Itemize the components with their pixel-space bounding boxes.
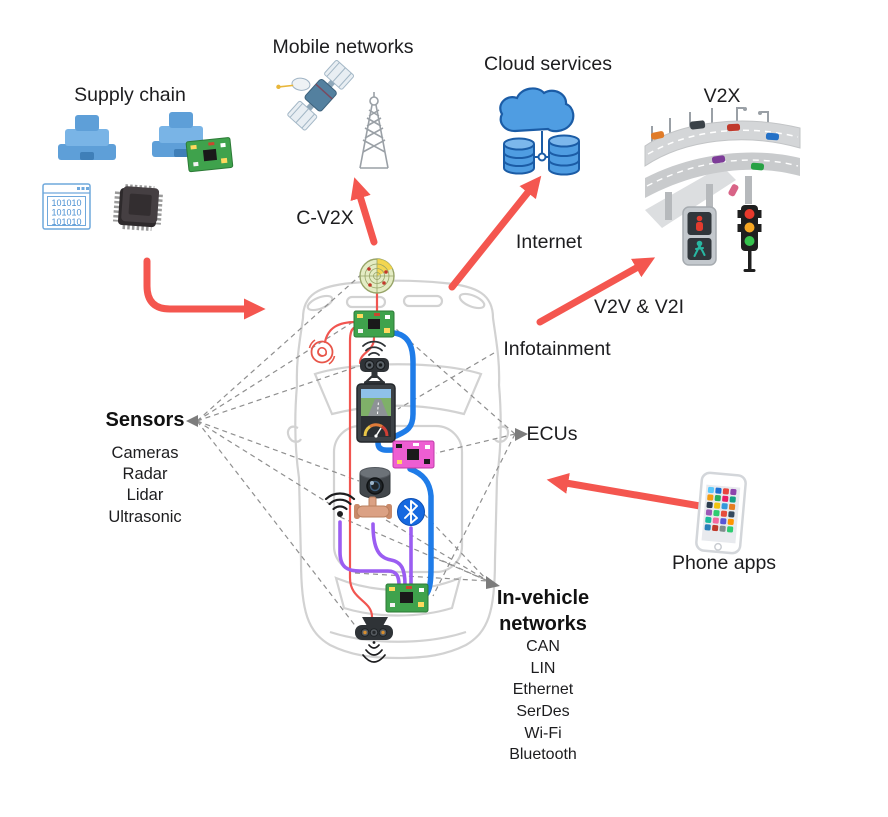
traffic-light-icon bbox=[737, 205, 762, 272]
pedestrian-signal-icon bbox=[682, 206, 717, 266]
factory-icon bbox=[58, 115, 116, 160]
supply-chain-label: Supply chain bbox=[74, 84, 186, 106]
internet-label: Internet bbox=[515, 231, 583, 253]
sensors-title: Sensors bbox=[105, 409, 185, 431]
network-item: Wi-Fi bbox=[524, 724, 562, 742]
bluetooth-icon bbox=[397, 498, 425, 526]
turbocharger-icon bbox=[308, 339, 336, 365]
cell-tower-icon bbox=[359, 92, 389, 169]
network-item: Ethernet bbox=[512, 681, 574, 698]
v2v-v2i-label: V2V & V2I bbox=[594, 296, 684, 318]
sensors-arrowhead bbox=[186, 415, 198, 427]
muffler-icon bbox=[354, 496, 392, 519]
sensor-item: Lidar bbox=[126, 486, 164, 504]
microchip-icon bbox=[112, 184, 163, 232]
infotainment-display-icon bbox=[356, 383, 396, 443]
ecu-board-pink bbox=[392, 440, 435, 469]
network-item: Bluetooth bbox=[509, 746, 577, 763]
in-vehicle-network-pointer-lines bbox=[339, 513, 489, 582]
cabin-camera-icon bbox=[359, 467, 391, 499]
phone-to-car-arrow bbox=[546, 473, 704, 510]
ecu-pointer-lines bbox=[395, 328, 516, 597]
smartphone-icon bbox=[695, 471, 747, 555]
svg-text:101010: 101010 bbox=[51, 208, 81, 218]
internet-arrow bbox=[448, 175, 542, 291]
in-vehicle-arrowhead bbox=[486, 576, 500, 589]
ecu-board-rear bbox=[385, 583, 429, 613]
network-item: CAN bbox=[526, 638, 560, 655]
phone-apps-label: Phone apps bbox=[671, 552, 777, 574]
lin-wire-purple bbox=[338, 520, 413, 587]
infotainment-label: Infotainment bbox=[503, 338, 611, 360]
network-item: SerDes bbox=[516, 703, 570, 720]
wifi-icon bbox=[324, 492, 356, 517]
ecus-arrowhead bbox=[515, 428, 528, 441]
radar-screen-icon bbox=[359, 258, 395, 294]
v2x-highway-icon bbox=[644, 107, 801, 228]
v2x-label: V2X bbox=[703, 85, 741, 107]
front-camera-icon bbox=[360, 340, 389, 385]
v2v-v2i-arrow bbox=[536, 257, 656, 326]
sensor-item: Radar bbox=[122, 465, 168, 483]
ecu-board-front bbox=[353, 310, 395, 338]
sensor-item: Ultrasonic bbox=[108, 508, 182, 526]
c-v2x-arrow bbox=[350, 177, 378, 246]
svg-text:101010: 101010 bbox=[51, 198, 81, 208]
cloud-database-icon bbox=[499, 87, 580, 176]
ecus-label: ECUs bbox=[526, 423, 578, 445]
circuit-board-icon bbox=[185, 137, 234, 173]
supply-chain-to-car-arrow bbox=[143, 257, 266, 320]
c-v2x-label: C-V2X bbox=[296, 207, 354, 229]
svg-text:101010: 101010 bbox=[51, 217, 81, 227]
network-item: LIN bbox=[530, 659, 556, 677]
mobile-networks-label: Mobile networks bbox=[272, 36, 414, 58]
flow-arrows bbox=[143, 175, 704, 510]
in-vehicle-networks-title-line2: networks bbox=[499, 613, 587, 635]
satellite-icon bbox=[276, 60, 355, 131]
in-vehicle-networks-title-line1: In-vehicle bbox=[496, 587, 590, 609]
sensor-item: Cameras bbox=[111, 444, 179, 462]
binary-code-icon: 101010 101010 101010 bbox=[42, 183, 91, 230]
cloud-services-label: Cloud services bbox=[484, 53, 612, 75]
rear-camera-icon bbox=[355, 617, 393, 663]
